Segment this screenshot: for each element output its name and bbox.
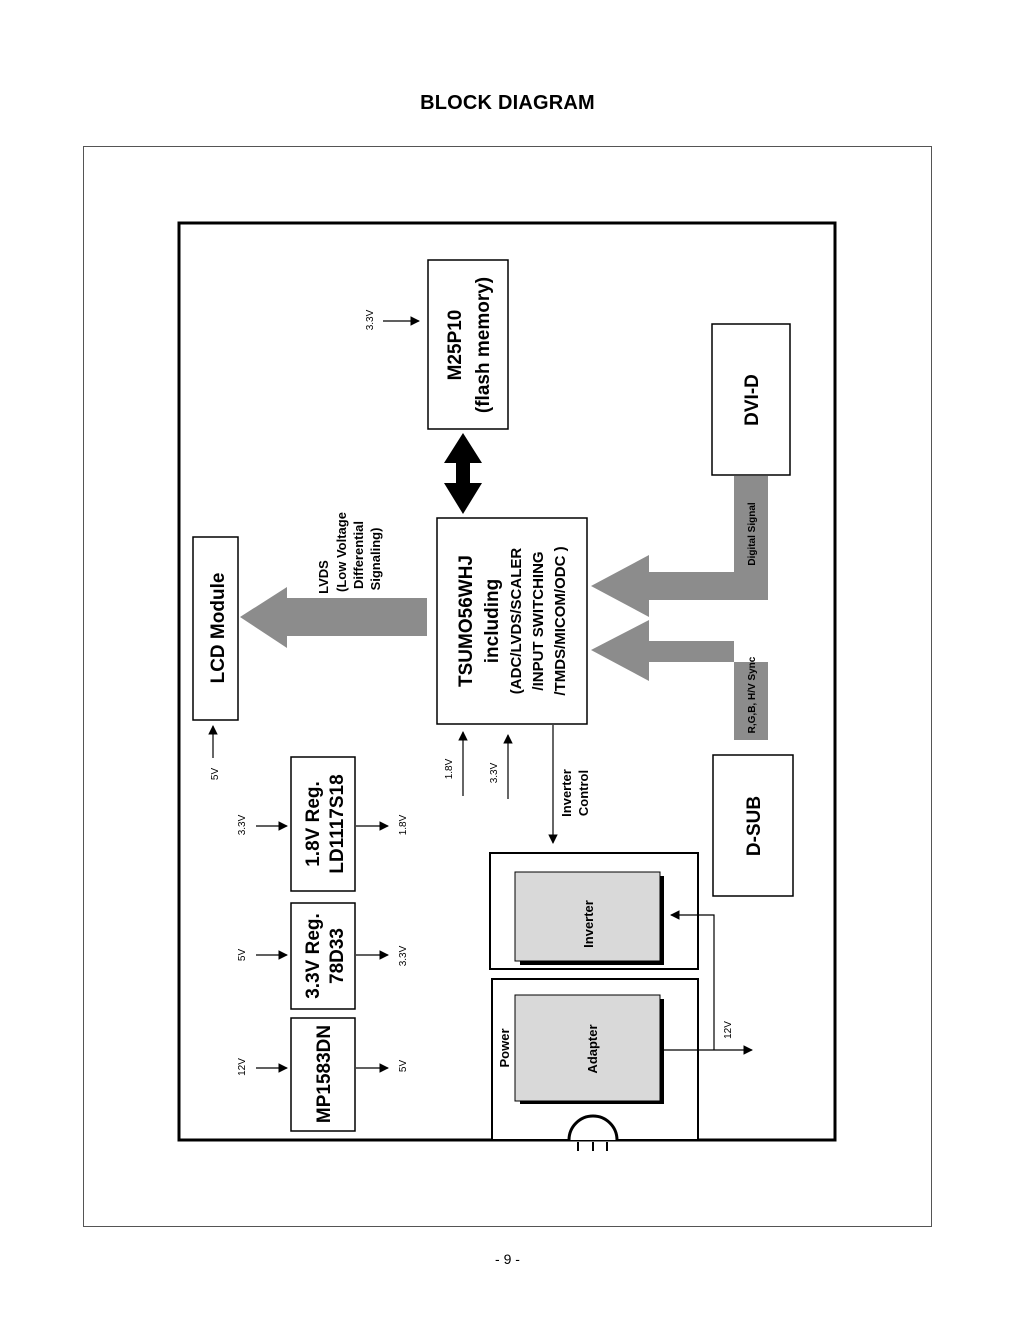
reg18-output-voltage: 1.8V (398, 814, 409, 835)
tsumo-33v-voltage: 3.3V (489, 762, 500, 783)
flash-bus-arrow (444, 433, 482, 514)
digital-signal-label: Digital Signal (747, 502, 758, 566)
rgb-sync-label: R,G,B, H/V Sync (747, 656, 758, 733)
lcd-module-block: LCD Module (192, 536, 239, 721)
adapter-voltage: 12V (723, 1021, 734, 1039)
inverter-control-line1: Inverter (559, 769, 574, 817)
rgb-sync-arrow (591, 620, 768, 740)
tsumo-label-line2: including (482, 579, 503, 663)
dvi-d-label: DVI-D (742, 374, 763, 426)
reg18-input-voltage: 3.3V (237, 814, 248, 835)
mp-input-voltage: 12V (237, 1058, 248, 1076)
reg-18v-block: 1.8V Reg. LD1117S18 (290, 756, 356, 892)
d-sub-block: D-SUB (712, 754, 794, 897)
reg33-input-voltage: 5V (237, 949, 248, 962)
lcd-voltage: 5V (210, 768, 221, 781)
flash-voltage: 3.3V (365, 309, 376, 330)
power-label: Power (497, 1028, 512, 1067)
reg33-label-line1: 3.3V Reg. (303, 913, 324, 999)
tsumo-label-line3: (ADC/LVDS/SCALER (508, 548, 525, 695)
tsumo-label-line5: /TMDS/MICOM/ODC ) (552, 546, 569, 695)
tsumo-18v-voltage: 1.8V (444, 758, 455, 779)
d-sub-label: D-SUB (744, 796, 765, 856)
adapter-label: Adapter (585, 1024, 600, 1073)
digital-signal-arrow (591, 476, 768, 617)
inverter-block: Inverter (489, 852, 699, 970)
flash-memory-block: M25P10 (flash memory) (427, 259, 509, 430)
lvds-label-line1: LVDS (316, 560, 331, 594)
flash-label-line1: M25P10 (445, 310, 466, 381)
tsumo-label-line1: TSUMO56WHJ (456, 555, 477, 687)
page-title: BLOCK DIAGRAM (420, 92, 595, 114)
reg33-output-voltage: 3.3V (398, 945, 409, 966)
inverter-control-line2: Control (576, 770, 591, 816)
lvds-label-line2: (Low Voltage (334, 512, 349, 592)
lvds-label-line4: Signaling) (368, 528, 383, 591)
lvds-label-line3: Differential (351, 521, 366, 589)
reg18-label-line2: LD1117S18 (327, 774, 348, 873)
lvds-arrow (240, 587, 427, 648)
reg-33v-block: 3.3V Reg. 78D33 (290, 902, 356, 1010)
reg33-label-line2: 78D33 (327, 928, 348, 984)
tsumo-chip-block: TSUMO56WHJ including (ADC/LVDS/SCALER /I… (436, 517, 588, 725)
dvi-d-block: DVI-D (711, 323, 791, 476)
flash-label-line2: (flash memory) (473, 277, 494, 413)
adapter-to-inverter-arrow (670, 910, 715, 1050)
inverter-label: Inverter (581, 900, 596, 948)
diagram-frame (83, 146, 932, 1227)
lcd-module-label: LCD Module (208, 573, 229, 684)
page-number: - 9 - (495, 1251, 520, 1267)
mp1583-block: MP1583DN (290, 1017, 356, 1132)
mp1583-label: MP1583DN (314, 1025, 335, 1123)
mp-output-voltage: 5V (398, 1060, 409, 1073)
power-adapter-block: Adapter Power (491, 978, 699, 1141)
power-plug-icon (567, 1114, 619, 1151)
tsumo-label-line4: /INPUT SWITCHING (530, 551, 547, 690)
reg18-label-line1: 1.8V Reg. (303, 781, 324, 867)
